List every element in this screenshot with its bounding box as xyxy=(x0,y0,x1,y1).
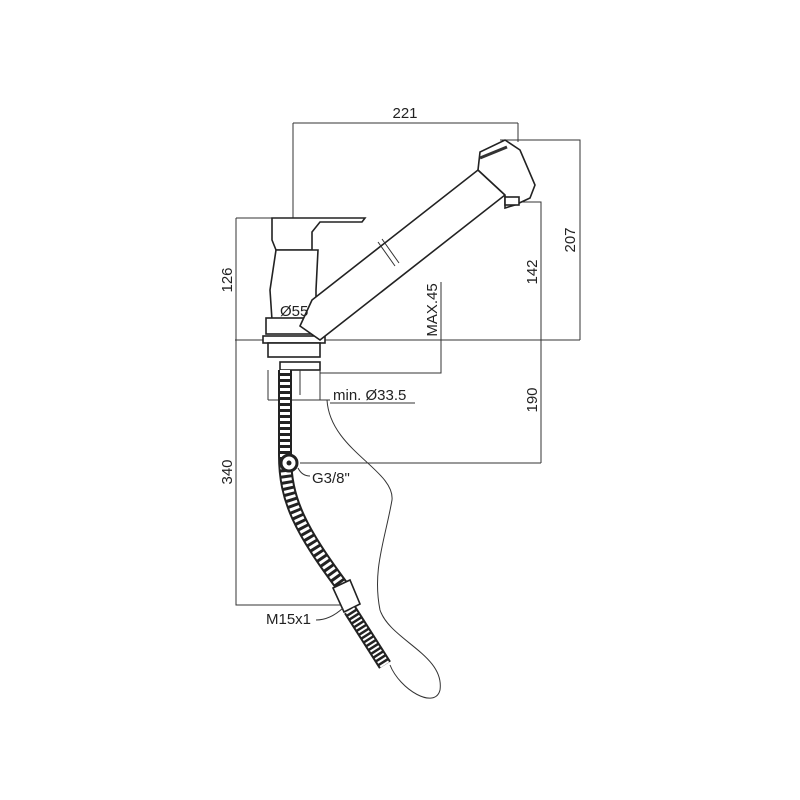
dim-142: 142 xyxy=(524,259,541,284)
dim-hole-diameter: min. Ø33.5 xyxy=(333,387,406,404)
shower-hose xyxy=(326,399,441,699)
dim-340: 340 xyxy=(219,459,236,484)
inlet-thread-label: G3/8" xyxy=(312,470,350,487)
spray-head xyxy=(477,139,536,210)
dim-190: 190 xyxy=(524,387,541,412)
faucet-body xyxy=(262,217,367,400)
dim-221: 221 xyxy=(392,105,417,122)
dim-126: 126 xyxy=(219,267,236,292)
dim-diameter-55: Ø55 xyxy=(280,303,308,320)
dim-207: 207 xyxy=(562,227,579,252)
dim-max45: MAX.45 xyxy=(424,283,441,336)
braided-hose xyxy=(278,370,391,669)
spout xyxy=(298,168,507,341)
dimension-labels: 221 207 142 190 126 340 MAX.45 Ø55 min. … xyxy=(219,105,579,628)
hose-thread-label: M15x1 xyxy=(266,611,311,628)
